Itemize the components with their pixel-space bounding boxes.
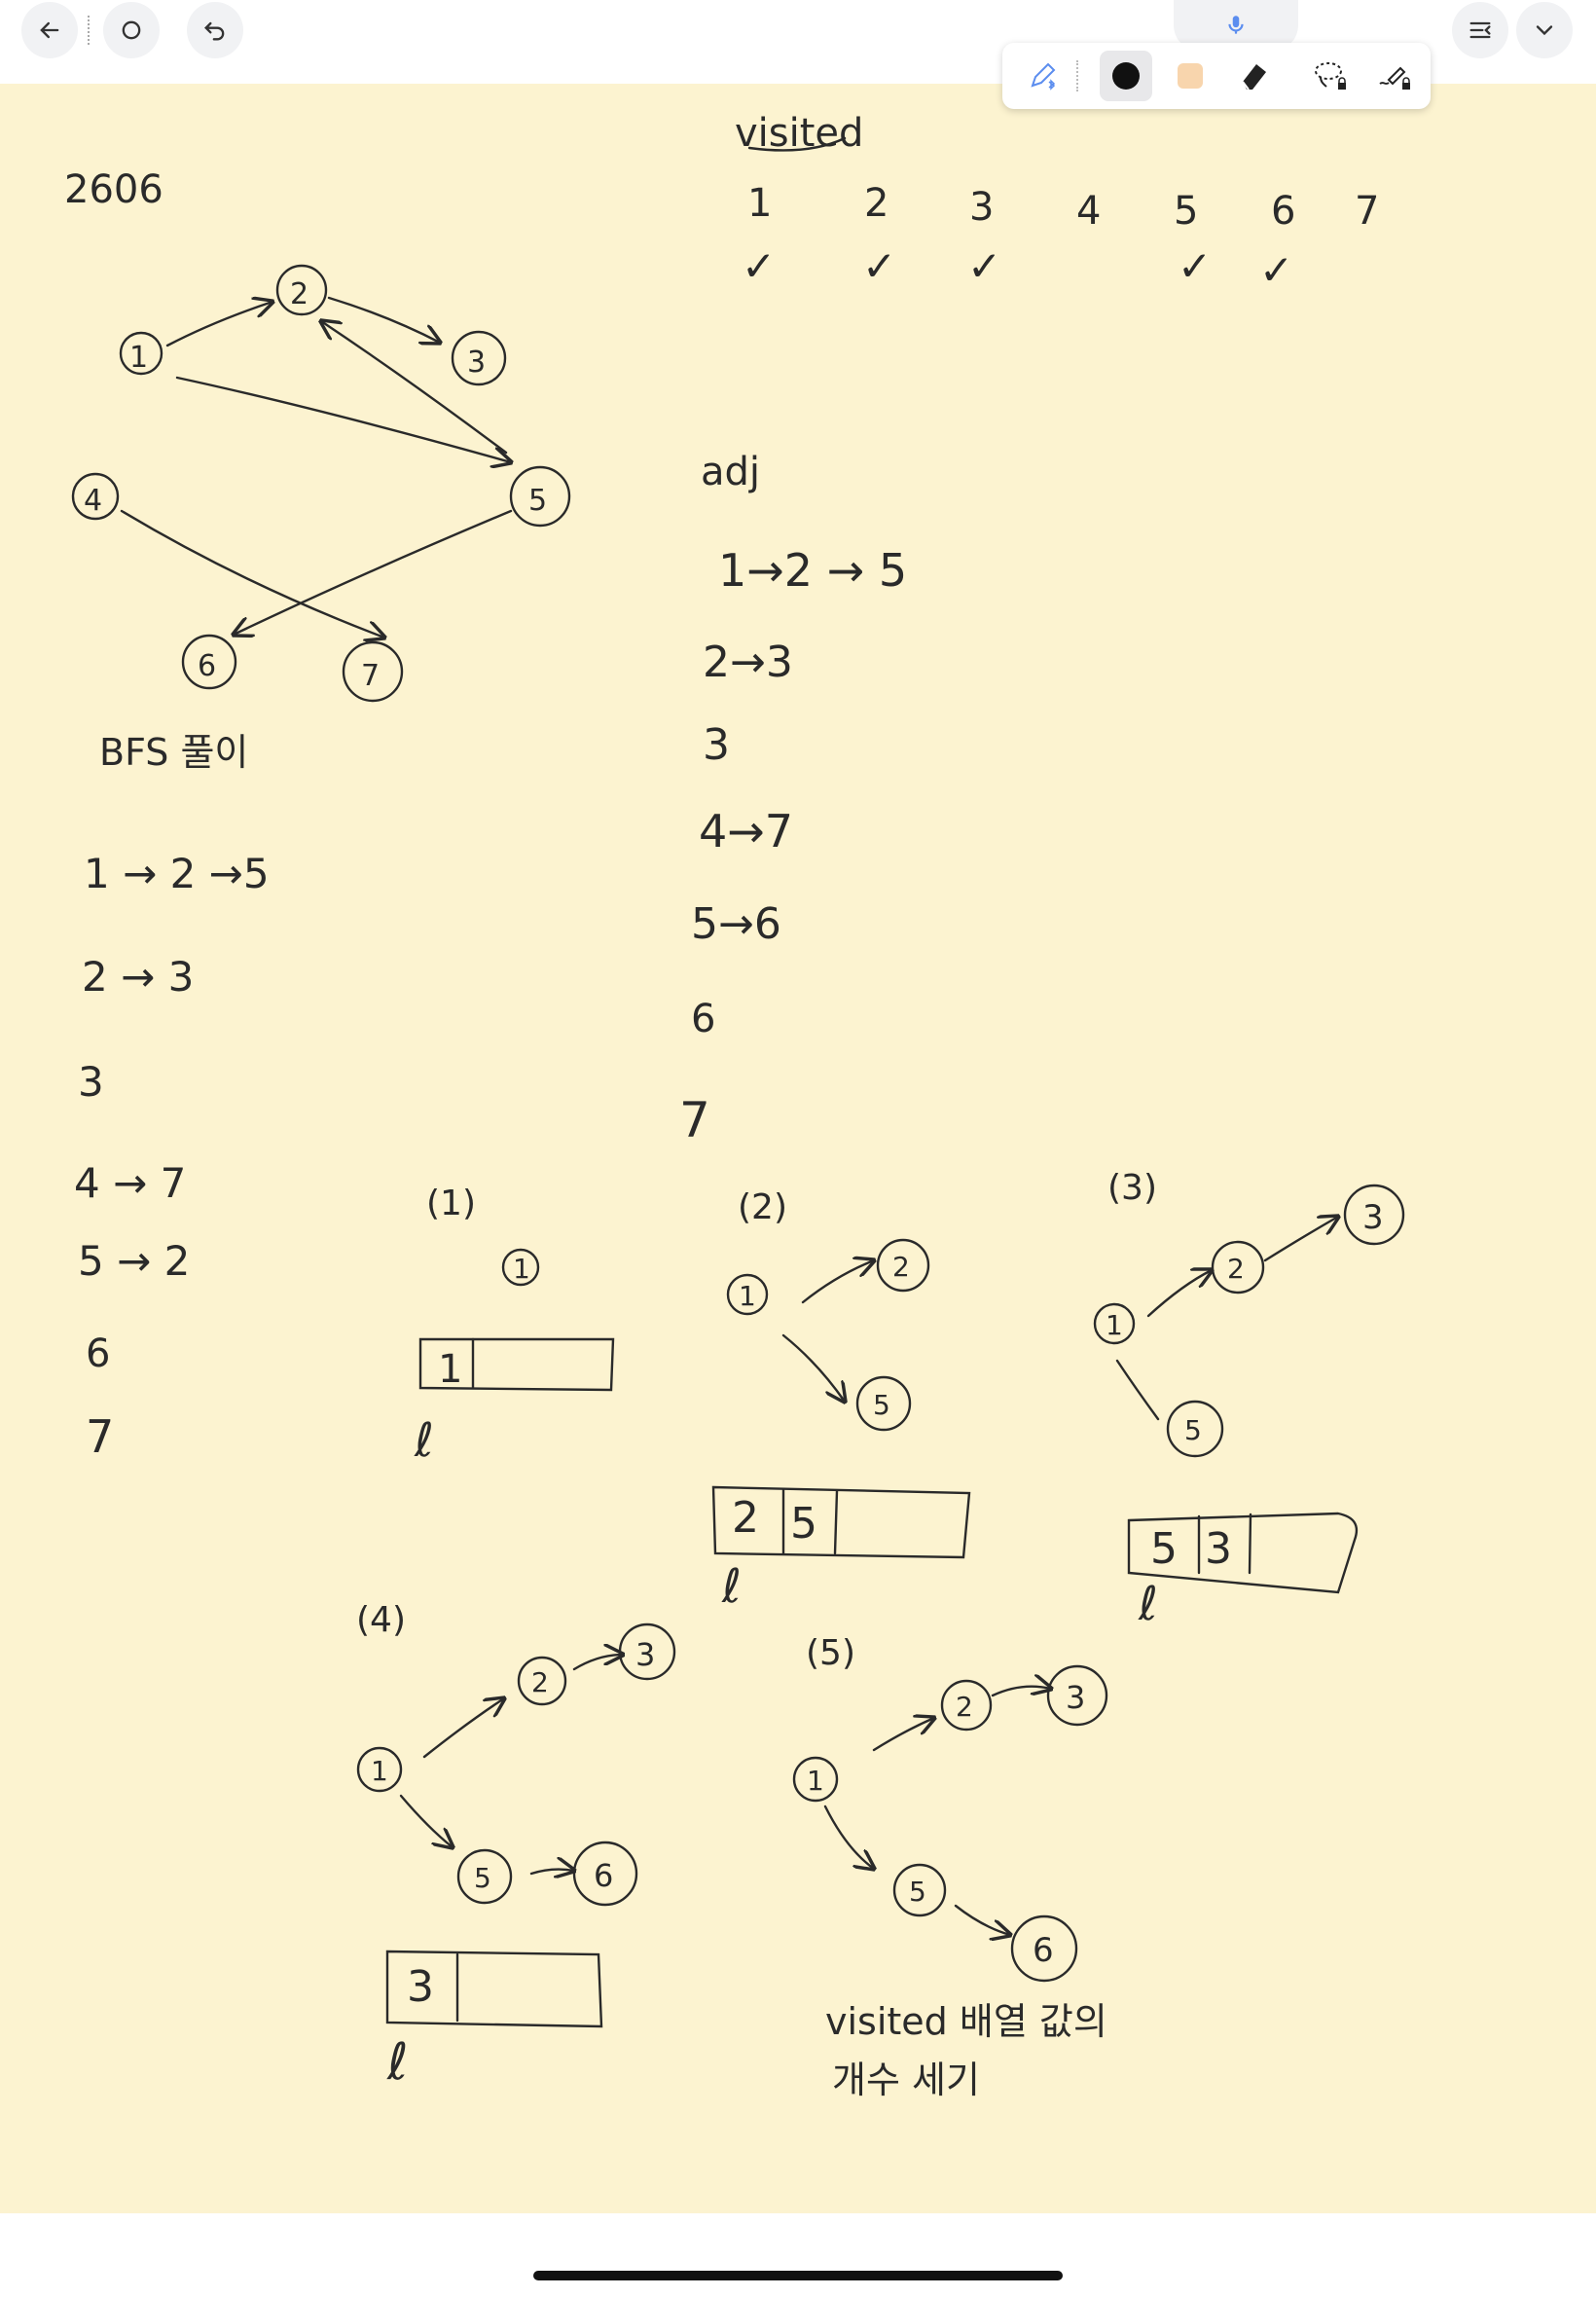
toolbar-divider (88, 16, 90, 45)
black-dot-icon (1112, 62, 1140, 90)
shape-lock-icon (1379, 66, 1410, 90)
bottom-bar (0, 2213, 1596, 2297)
pen-tool[interactable] (1016, 51, 1069, 101)
color-tool[interactable] (1100, 51, 1152, 101)
drawing-toolbox (1002, 43, 1431, 109)
voice-button[interactable] (1174, 0, 1298, 51)
back-button[interactable] (21, 2, 78, 58)
lasso-tool[interactable] (1304, 51, 1357, 101)
eraser-icon (1242, 64, 1266, 91)
arrow-left-icon (40, 21, 59, 39)
undo-button[interactable] (187, 2, 243, 58)
pen-bluetooth-icon (1031, 62, 1056, 91)
lasso-lock-icon (1315, 62, 1346, 90)
home-indicator[interactable] (533, 2271, 1063, 2280)
list-collapse-icon (1469, 21, 1491, 39)
note-page[interactable] (0, 84, 1596, 2213)
peach-square-icon (1178, 63, 1203, 89)
shape-tool[interactable] (1368, 51, 1421, 101)
menu-button[interactable] (1452, 2, 1508, 58)
chevron-down-icon (1536, 25, 1553, 36)
circle-icon (122, 20, 141, 40)
highlighter-tool[interactable] (1164, 51, 1216, 101)
tool-divider (1076, 60, 1078, 91)
home-button[interactable] (103, 2, 160, 58)
top-toolbar (0, 0, 1596, 84)
microphone-icon (1228, 16, 1244, 34)
eraser-tool[interactable] (1228, 51, 1281, 101)
more-button[interactable] (1516, 2, 1573, 58)
undo-icon (204, 21, 225, 41)
